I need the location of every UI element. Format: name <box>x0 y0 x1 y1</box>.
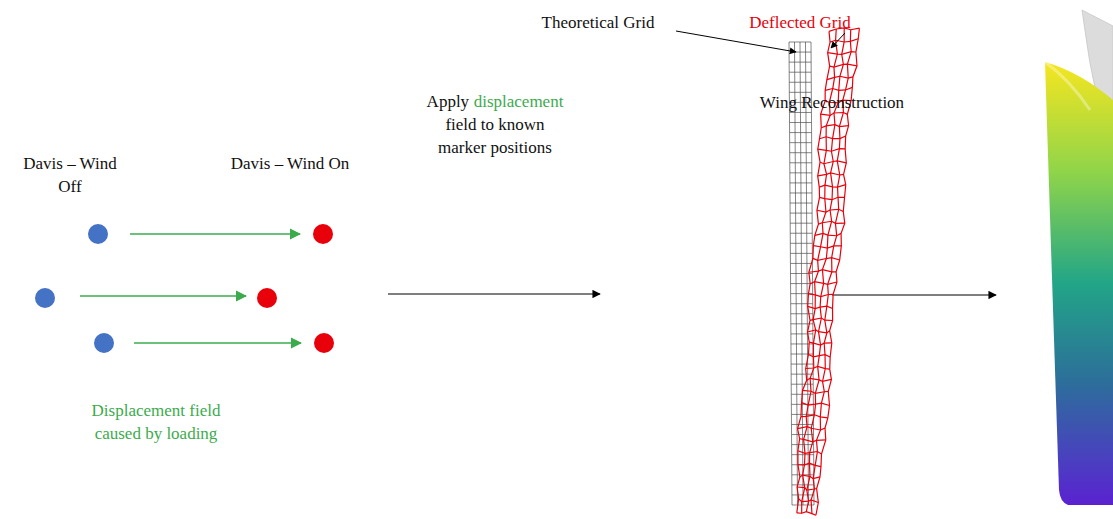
displacement-arrow <box>80 295 246 297</box>
marker-dot <box>257 288 277 308</box>
displacement-arrow <box>134 342 301 344</box>
label: Theoretical Grid <box>513 11 683 34</box>
marker-dot <box>88 224 108 244</box>
marker-dot <box>35 288 55 308</box>
label: Davis – Wind Off <box>10 152 130 198</box>
wing-highlight <box>1045 62 1090 110</box>
marker-dot <box>314 333 334 353</box>
label-row: Applydisplacement <box>427 90 564 113</box>
leader-arrow <box>676 31 796 52</box>
label: Displacement field caused by loading <box>76 399 236 445</box>
label: displacement <box>474 92 564 111</box>
label: Deflected Grid <box>735 11 865 34</box>
process-arrow <box>832 294 996 295</box>
process-arrow <box>388 293 600 294</box>
label: field to known marker positions <box>431 113 559 159</box>
marker-dot <box>94 333 114 353</box>
wing-reconstruction <box>1045 62 1113 505</box>
grid-line <box>797 512 816 516</box>
displacement-arrow <box>130 233 300 235</box>
marker-dot <box>313 224 333 244</box>
label: Davis – Wind On <box>230 152 350 175</box>
label: Wing Reconstruction <box>742 91 922 114</box>
label: Apply <box>427 92 470 111</box>
leader-arrow <box>831 33 845 48</box>
